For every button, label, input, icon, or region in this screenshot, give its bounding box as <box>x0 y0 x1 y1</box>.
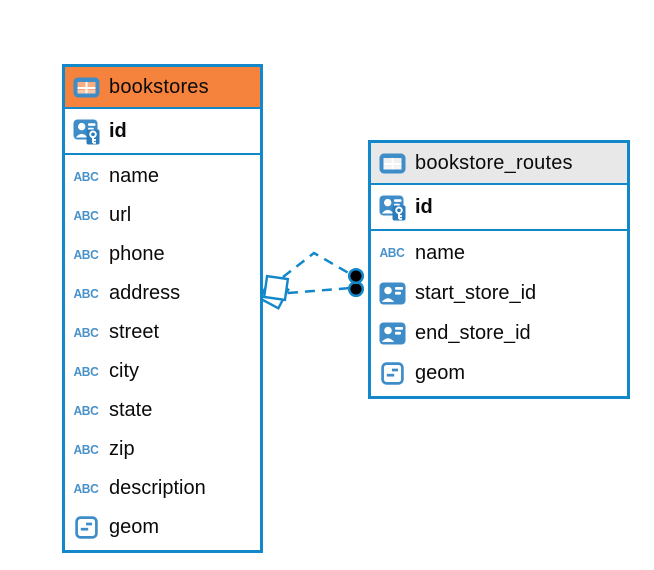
text-type-icon: ABC <box>73 364 99 379</box>
column-label: state <box>109 399 153 421</box>
column-row[interactable]: geom <box>371 353 627 393</box>
column-row[interactable]: ABC phone <box>65 235 260 274</box>
column-row-pk[interactable]: id <box>371 185 627 231</box>
reference-type-icon <box>378 282 406 305</box>
table-icon <box>378 153 406 174</box>
geometry-type-icon <box>72 516 100 539</box>
one-end-marker-squares <box>258 274 290 310</box>
table-title: bookstore_routes <box>415 151 573 174</box>
text-type-icon: ABC <box>73 169 99 184</box>
primary-key-icon <box>378 194 406 221</box>
column-label: url <box>109 204 132 226</box>
column-label: id <box>109 119 127 142</box>
text-type-icon: ABC <box>73 442 99 457</box>
column-list: ABC name start_store_id <box>371 231 627 396</box>
geometry-type-icon <box>378 361 406 385</box>
column-row[interactable]: ABC state <box>65 391 260 430</box>
column-row[interactable]: ABC url <box>65 196 260 235</box>
column-row[interactable]: start_store_id <box>371 273 627 313</box>
column-label: description <box>109 477 206 499</box>
text-type-icon: ABC <box>379 245 405 261</box>
table-title: bookstores <box>109 75 209 98</box>
column-label: start_store_id <box>415 281 537 304</box>
table-bookstores[interactable]: bookstores id A <box>62 64 263 553</box>
column-row[interactable]: end_store_id <box>371 313 627 353</box>
text-type-icon: ABC <box>73 286 99 301</box>
text-type-icon: ABC <box>73 403 99 418</box>
column-label: address <box>109 282 181 304</box>
column-row[interactable]: ABC zip <box>65 430 260 469</box>
table-header-bookstore-routes[interactable]: bookstore_routes <box>371 143 627 185</box>
column-label: phone <box>109 243 165 265</box>
text-type-icon: ABC <box>73 208 99 223</box>
column-label: geom <box>415 361 466 384</box>
column-row-pk[interactable]: id <box>65 109 260 155</box>
relationship-line-lower[interactable] <box>287 286 352 295</box>
column-row[interactable]: ABC description <box>65 469 260 508</box>
column-label: end_store_id <box>415 321 531 344</box>
column-list: ABC name ABC url ABC phone ABC address A… <box>65 155 260 550</box>
column-label: street <box>109 321 160 343</box>
text-type-icon: ABC <box>73 481 99 496</box>
table-bookstore-routes[interactable]: bookstore_routes id <box>368 140 630 399</box>
column-row[interactable]: geom <box>65 508 260 547</box>
many-end-marker-dots <box>347 267 365 298</box>
table-icon <box>72 77 100 98</box>
column-label: name <box>109 165 160 187</box>
column-row[interactable]: ABC city <box>65 352 260 391</box>
column-row[interactable]: ABC address <box>65 274 260 313</box>
column-label: name <box>415 241 466 264</box>
column-label: zip <box>109 438 135 460</box>
column-label: city <box>109 360 139 382</box>
column-label: id <box>415 195 433 218</box>
primary-key-icon <box>72 118 100 145</box>
text-type-icon: ABC <box>73 247 99 262</box>
relationship-line-upper[interactable] <box>282 251 353 278</box>
column-row[interactable]: ABC name <box>65 157 260 196</box>
column-label: geom <box>109 516 160 538</box>
reference-type-icon <box>378 322 406 345</box>
table-header-bookstores[interactable]: bookstores <box>65 67 260 109</box>
column-row[interactable]: ABC name <box>371 233 627 273</box>
text-type-icon: ABC <box>73 325 99 340</box>
column-row[interactable]: ABC street <box>65 313 260 352</box>
